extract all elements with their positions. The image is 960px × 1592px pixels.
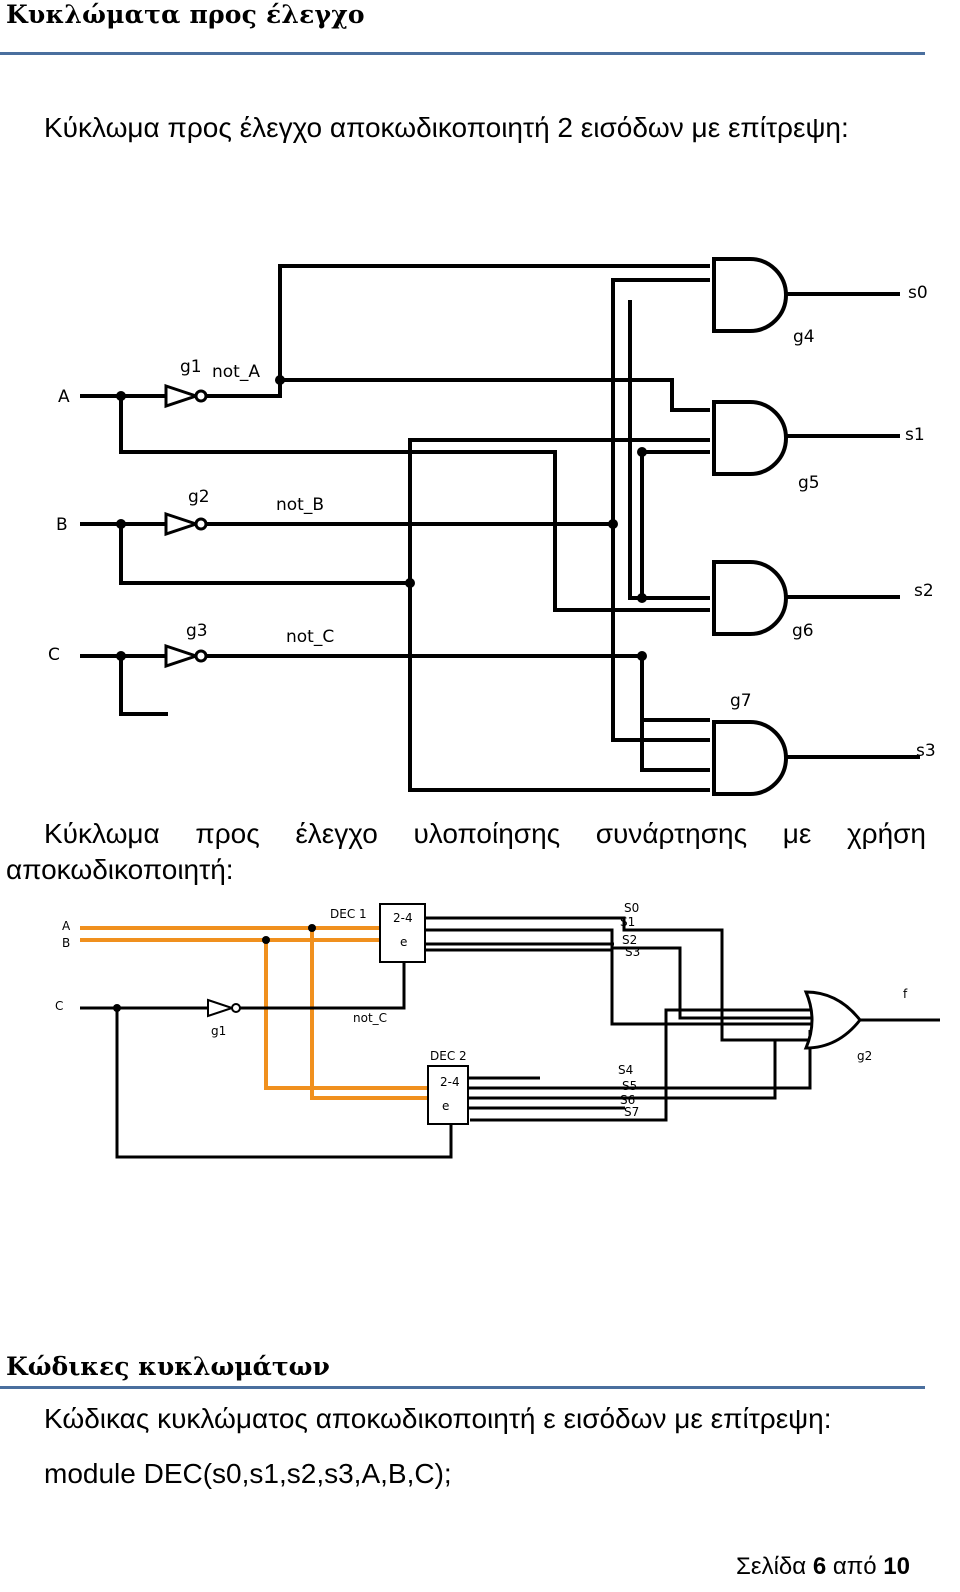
label-g5: g5 — [798, 473, 820, 493]
svg-text:S2: S2 — [622, 933, 637, 947]
svg-text:2-4: 2-4 — [393, 911, 413, 925]
inverter-g1-dec — [207, 998, 236, 1018]
caption-function-circuit: Κύκλωμα προς έλεγχο υλοποίησης συνάρτηση… — [6, 818, 926, 885]
decoder-circuit-diagram: A B C g1 not_A g2 not_B g3 not_C g4 g5 g… — [48, 257, 936, 796]
label-g7: g7 — [730, 691, 752, 711]
label-g3: g3 — [186, 621, 208, 641]
inverter-g3 — [164, 643, 201, 669]
code-line: module DEC(s0,s1,s2,s3,A,B,C); — [44, 1458, 452, 1489]
svg-text:DEC 1: DEC 1 — [330, 907, 367, 921]
label-g2: g2 — [188, 487, 210, 507]
label-g1: g1 — [180, 357, 202, 377]
svg-text:g1: g1 — [211, 1024, 226, 1038]
decoder-dec1 — [379, 903, 426, 963]
svg-text:DEC 2: DEC 2 — [430, 1049, 467, 1063]
label-g6: g6 — [792, 621, 814, 641]
section-heading-codes: Κώδικες κυκλωμάτων — [6, 1352, 330, 1381]
svg-text:B: B — [62, 936, 70, 950]
label-input-a: A — [58, 387, 70, 407]
svg-text:not_C: not_C — [353, 1011, 387, 1025]
svg-text:e: e — [442, 1099, 449, 1113]
function-decoder-diagram: A B C DEC 1 2-4 e S0 S1 S2 S3 g1 not_C D… — [55, 901, 940, 1159]
svg-text:S3: S3 — [625, 945, 640, 959]
svg-text:S1: S1 — [620, 915, 635, 929]
svg-text:g2: g2 — [857, 1049, 872, 1063]
svg-text:S6: S6 — [620, 1093, 635, 1107]
svg-text:A: A — [62, 919, 71, 933]
label-not-c: not_C — [286, 627, 334, 647]
label-s3: s3 — [916, 741, 936, 761]
svg-text:S4: S4 — [618, 1063, 633, 1077]
label-not-a: not_A — [212, 362, 260, 382]
svg-text:S7: S7 — [624, 1105, 639, 1119]
label-g4: g4 — [793, 327, 815, 347]
label-s0: s0 — [908, 283, 928, 303]
code-caption: Κώδικας κυκλώματος αποκωδικοποιητή ε εισ… — [44, 1403, 832, 1434]
svg-text:S0: S0 — [624, 901, 639, 915]
inverter-g1 — [164, 383, 201, 409]
caption-decoder-circuit: Κύκλωμα προς έλεγχο αποκωδικοποιητή 2 ει… — [44, 112, 849, 143]
svg-text:e: e — [400, 935, 407, 949]
svg-text:S5: S5 — [622, 1079, 637, 1093]
and-gate-g7 — [712, 720, 788, 796]
and-gate-g4 — [712, 257, 788, 333]
page-footer: Σελίδα 6 από 10 — [736, 1553, 910, 1580]
and-gate-g6 — [712, 560, 788, 636]
label-not-b: not_B — [276, 495, 324, 515]
heading-rule-2 — [0, 1386, 925, 1389]
heading-rule — [0, 52, 925, 55]
and-gate-g5 — [712, 400, 788, 476]
svg-text:f: f — [903, 987, 908, 1001]
or-gate-g2 — [803, 990, 862, 1050]
svg-text:2-4: 2-4 — [440, 1075, 460, 1089]
label-input-b: B — [56, 515, 68, 535]
label-s1: s1 — [905, 425, 925, 445]
label-s2: s2 — [914, 581, 934, 601]
section-heading-circuits: Κυκλώματα προς έλεγχο — [6, 0, 365, 29]
inverter-g2 — [164, 511, 201, 537]
decoder-dec2 — [427, 1065, 469, 1125]
svg-text:C: C — [55, 999, 63, 1013]
label-input-c: C — [48, 645, 60, 665]
